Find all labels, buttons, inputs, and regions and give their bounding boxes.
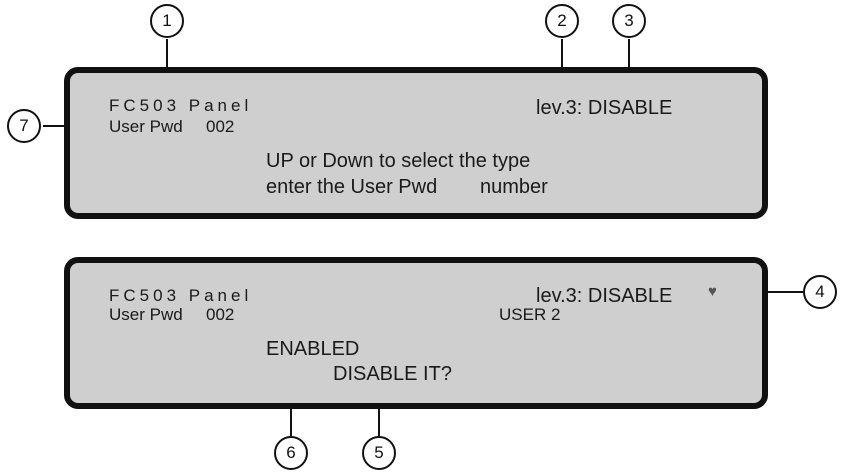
callout-1: 1 xyxy=(150,4,184,38)
panel1-message-line1: UP or Down to select the type xyxy=(266,150,531,172)
heart-icon: ♥ xyxy=(708,283,717,300)
lcd-panel-2 xyxy=(64,257,768,409)
panel2-field-value: 002 xyxy=(206,305,235,324)
panel1-level: lev.3: DISABLE xyxy=(536,97,673,119)
panel1-field-value: 002 xyxy=(206,117,235,136)
panel2-level: lev.3: DISABLE xyxy=(536,285,673,307)
panel1-field-label: User Pwd xyxy=(109,117,183,136)
panel1-message-line2b: number xyxy=(480,176,548,198)
callout-2: 2 xyxy=(545,4,579,38)
panel1-title: FC503 Panel xyxy=(109,96,253,115)
lcd-panel-1 xyxy=(64,67,768,219)
callout-4: 4 xyxy=(803,275,837,309)
panel2-status: ENABLED xyxy=(266,338,360,360)
panel2-field-label: User Pwd xyxy=(109,305,183,324)
callout-3: 3 xyxy=(612,4,646,38)
callout-7: 7 xyxy=(7,109,41,143)
panel1-message-line2a: enter the User Pwd xyxy=(266,176,438,198)
panel2-user: USER 2 xyxy=(499,305,561,324)
panel2-prompt: DISABLE IT? xyxy=(333,363,452,385)
panel2-title: FC503 Panel xyxy=(109,286,253,305)
callout-6: 6 xyxy=(274,436,308,470)
callout-5: 5 xyxy=(362,436,396,470)
